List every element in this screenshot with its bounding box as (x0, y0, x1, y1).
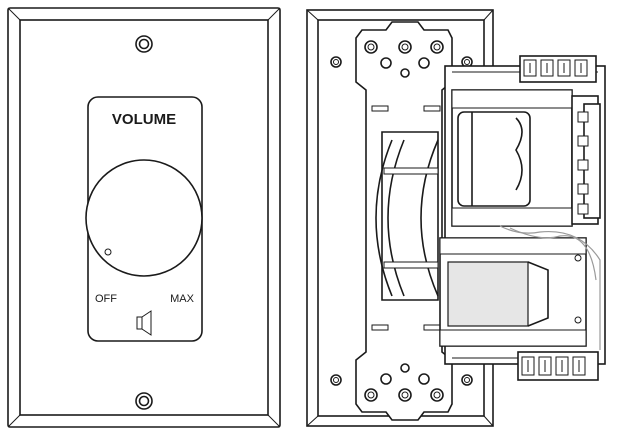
bottom-screw-icon (135, 392, 153, 410)
max-label: MAX (170, 293, 195, 305)
upper-transformer (451, 89, 599, 227)
top-terminal-block (519, 55, 597, 83)
lower-transformer (439, 237, 587, 347)
off-label: OFF (95, 293, 117, 305)
volume-label: VOLUME (112, 111, 176, 128)
wall-plate-bevel (19, 19, 269, 416)
rear-screw-icon (330, 56, 473, 386)
bottom-terminal-block (517, 351, 599, 381)
volume-knob[interactable] (85, 159, 203, 277)
knob-indicator-dot (104, 248, 112, 256)
rear-view (306, 9, 606, 427)
front-view: VOLUME OFF MAX (7, 7, 281, 428)
bracket-mounting-holes (364, 40, 444, 402)
wire-leads (499, 225, 601, 350)
side-terminal-strip (577, 103, 601, 219)
speaker-icon (136, 310, 152, 336)
top-screw-icon (135, 35, 153, 53)
